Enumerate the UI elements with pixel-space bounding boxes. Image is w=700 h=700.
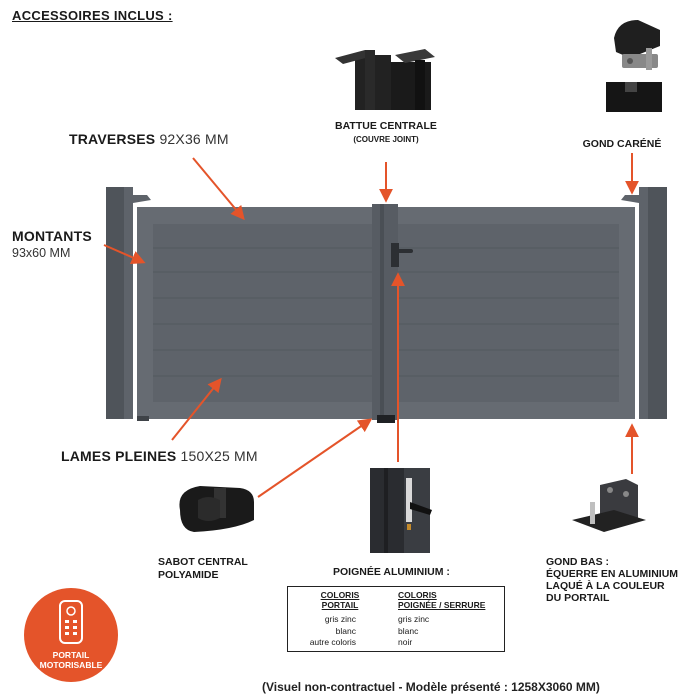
- gond-bas-line4: DU PORTAIL: [546, 592, 610, 604]
- colors-table: COLORIS PORTAIL COLORIS POIGNÉE / SERRUR…: [287, 586, 505, 652]
- row-poignee-2: blanc: [398, 626, 419, 636]
- left-post: [106, 187, 151, 419]
- battue-picture: [335, 49, 435, 110]
- lames-dim: 150X25 MM: [180, 448, 258, 464]
- lames-name: LAMES PLEINES: [61, 448, 177, 464]
- right-post: [621, 187, 667, 419]
- gond-bas-picture: [572, 479, 646, 532]
- sabot-label: SABOT CENTRAL POLYAMIDE: [158, 556, 268, 582]
- right-gate-leaf: [398, 207, 635, 419]
- left-gate-leaf: [137, 207, 376, 421]
- traverses-name: TRAVERSES: [69, 131, 156, 147]
- battue-label: BATTUE CENTRALE (COUVRE JOINT): [326, 120, 446, 146]
- badge-line2: MOTORISABLE: [39, 660, 103, 670]
- header-poignee-line1: COLORIS: [398, 590, 437, 600]
- lames-label: LAMES PLEINES 150X25 MM: [61, 448, 258, 464]
- callout-arrows: [103, 153, 639, 498]
- motorisable-badge: PORTAIL MOTORISABLE: [24, 588, 118, 682]
- traverses-dim: 92X36 MM: [159, 131, 229, 147]
- slat-lines: [153, 247, 619, 377]
- sabot-line2: POLYAMIDE: [158, 569, 219, 581]
- header-portail-line1: COLORIS: [320, 590, 360, 600]
- badge-text: PORTAIL MOTORISABLE: [24, 650, 118, 670]
- row-portail-2: blanc: [335, 626, 356, 636]
- battue-line1: BATTUE CENTRALE: [335, 120, 437, 132]
- battue-line2: (COUVRE JOINT): [353, 135, 419, 144]
- header-poignee-line2: POIGNÉE / SERRURE: [398, 600, 486, 610]
- traverses-label: TRAVERSES 92X36 MM: [69, 131, 229, 147]
- gond-carene-picture: [606, 20, 662, 112]
- remote-control-icon: [59, 600, 83, 644]
- montants-name: MONTANTS: [12, 228, 92, 244]
- gond-carene-label: GOND CARÉNÉ: [582, 138, 662, 150]
- header-portail-line2: PORTAIL: [321, 600, 359, 610]
- badge-line1: PORTAIL: [52, 650, 90, 660]
- header-poignee: COLORIS POIGNÉE / SERRURE: [398, 590, 508, 610]
- poignee-picture: [370, 468, 432, 553]
- row-poignee-3: noir: [398, 637, 413, 647]
- header-portail: COLORIS PORTAIL: [310, 590, 370, 610]
- gond-bas-line1: GOND BAS :: [546, 556, 609, 568]
- gond-bas-line3: LAQUÉ À LA COULEUR: [546, 580, 665, 592]
- central-battue: [372, 204, 413, 423]
- page-title: ACCESSOIRES INCLUS :: [12, 8, 173, 23]
- montants-dim: 93x60 MM: [12, 246, 71, 260]
- poignee-label: POIGNÉE ALUMINIUM :: [333, 566, 450, 578]
- sabot-line1: SABOT CENTRAL: [158, 556, 248, 568]
- row-poignee-1: gris zinc: [398, 614, 430, 624]
- row-portail-3: autre coloris: [309, 637, 356, 647]
- sabot-picture: [179, 486, 254, 532]
- gond-bas-line2: ÉQUERRE EN ALUMINIUM: [546, 568, 679, 580]
- row-portail-1: gris zinc: [324, 614, 356, 624]
- gond-bas-label: GOND BAS : ÉQUERRE EN ALUMINIUM LAQUÉ À …: [546, 556, 696, 604]
- footer-note: (Visuel non-contractuel - Modèle présent…: [262, 680, 600, 694]
